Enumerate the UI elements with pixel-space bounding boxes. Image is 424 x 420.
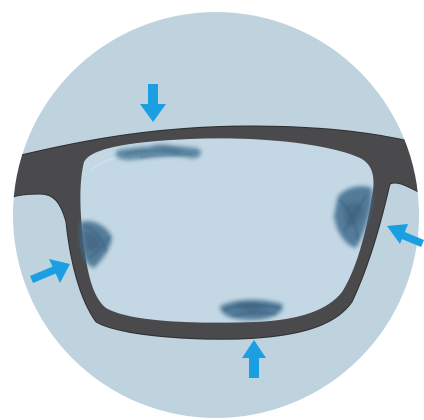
glasses-lens xyxy=(80,138,373,322)
